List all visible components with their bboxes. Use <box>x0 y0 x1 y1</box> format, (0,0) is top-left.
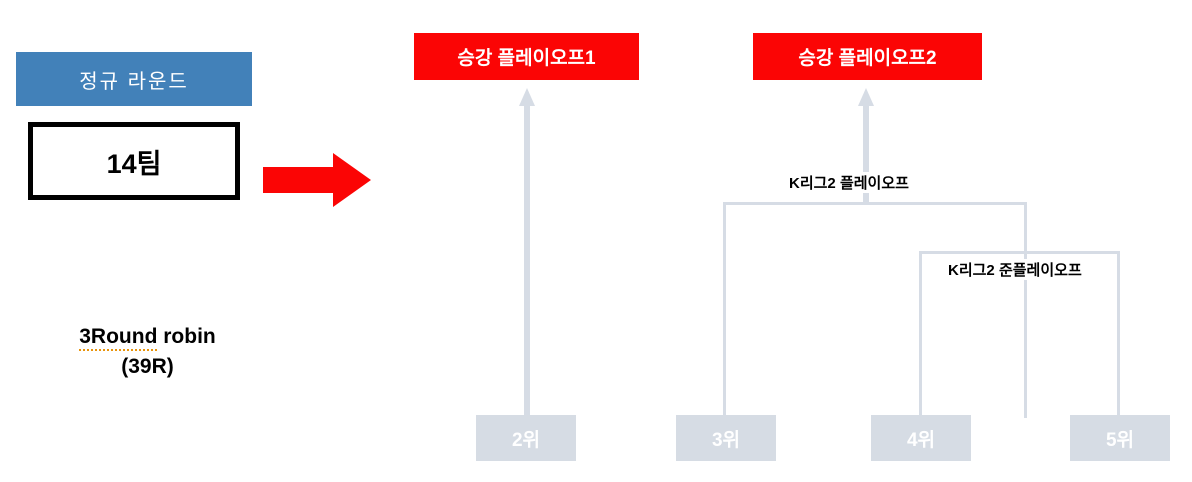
promotion-playoff-2-box: 승강 플레이오프2 <box>753 33 982 80</box>
promotion-playoff-2-label: 승강 플레이오프2 <box>798 48 937 69</box>
round-robin-match-count: (39R) <box>121 354 174 378</box>
rank-box-2: 2위 <box>476 415 576 461</box>
rank-box-5: 5위 <box>1070 415 1170 461</box>
rank-label-4: 4위 <box>906 429 936 451</box>
rank-box-3: 3위 <box>676 415 776 461</box>
regular-round-header: 정규 라운드 <box>16 52 252 106</box>
kleague2-playoff-label: K리그2 플레이오프 <box>783 172 915 193</box>
rank-label-2: 2위 <box>511 429 541 451</box>
regular-round-header-label: 정규 라운드 <box>79 70 189 93</box>
promotion-playoff-1-label: 승강 플레이오프1 <box>457 48 596 69</box>
round-robin-rest: robin <box>157 325 216 348</box>
kleague2-semi-playoff-bracket-connector <box>919 251 1120 418</box>
up-arrow-icon-rank2-to-playoff1 <box>518 88 536 418</box>
promotion-playoff-1-box: 승강 플레이오프1 <box>414 33 639 80</box>
rank-box-4: 4위 <box>871 415 971 461</box>
kleague2-playoff-bracket-connector <box>723 202 1027 418</box>
team-count-box: 14팀 <box>28 122 240 200</box>
rank-label-5: 5위 <box>1105 429 1135 451</box>
round-robin-format-text: 3Round robin (39R) <box>20 322 275 382</box>
right-arrow-icon <box>263 152 371 208</box>
up-arrow-icon-playoff-to-promo2 <box>857 88 875 204</box>
kleague2-semi-playoff-label: K리그2 준플레이오프 <box>942 259 1088 280</box>
team-count-label: 14팀 <box>106 148 162 179</box>
rank-label-3: 3위 <box>711 429 741 451</box>
round-robin-misspelled-word: 3Round <box>79 325 158 351</box>
